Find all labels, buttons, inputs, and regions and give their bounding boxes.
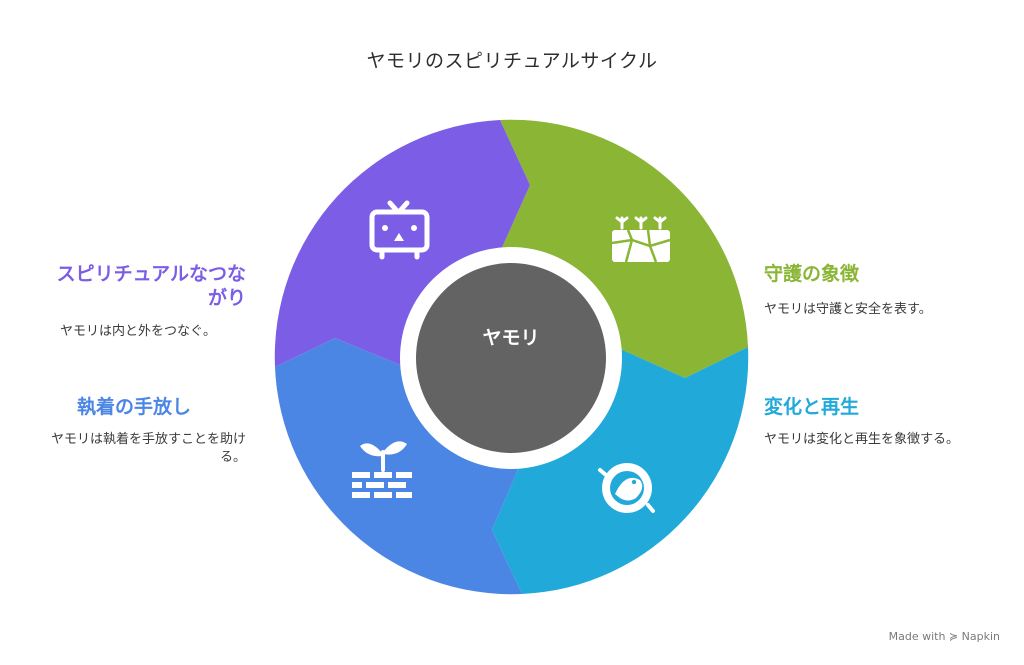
- tv-face-features: [382, 225, 417, 241]
- center-label: ヤモリ: [482, 327, 539, 349]
- label-transformation-desc: ヤモリは変化と再生を象徴する。: [764, 432, 960, 447]
- tv-face-icon: [369, 200, 430, 260]
- label-protection-title: 守護の象徴: [764, 263, 860, 285]
- label-transformation-title: 変化と再生: [764, 396, 860, 418]
- segment-letting-go: [275, 338, 522, 595]
- label-spiritual-title: スピリチュアルなつながり: [56, 263, 246, 309]
- label-letting-go-title: 執着の手放し: [76, 396, 191, 418]
- center-circle: [416, 263, 606, 453]
- gecko-cycle-icon: [598, 463, 655, 513]
- label-protection-desc: ヤモリは守護と安全を表す。: [764, 302, 932, 317]
- segment-spiritual: [274, 120, 530, 367]
- diagram-title: ヤモリのスピリチュアルサイクル: [366, 50, 658, 72]
- wall-plant-icon: [611, 216, 671, 263]
- label-letting-go-desc: ヤモリは執着を手放すことを助ける。: [50, 432, 246, 465]
- label-spiritual-desc: ヤモリは内と外をつなぐ。: [60, 324, 217, 339]
- napkin-watermark: Made with ≽ Napkin: [888, 630, 1000, 643]
- sprout-bricks-icon: [352, 441, 412, 498]
